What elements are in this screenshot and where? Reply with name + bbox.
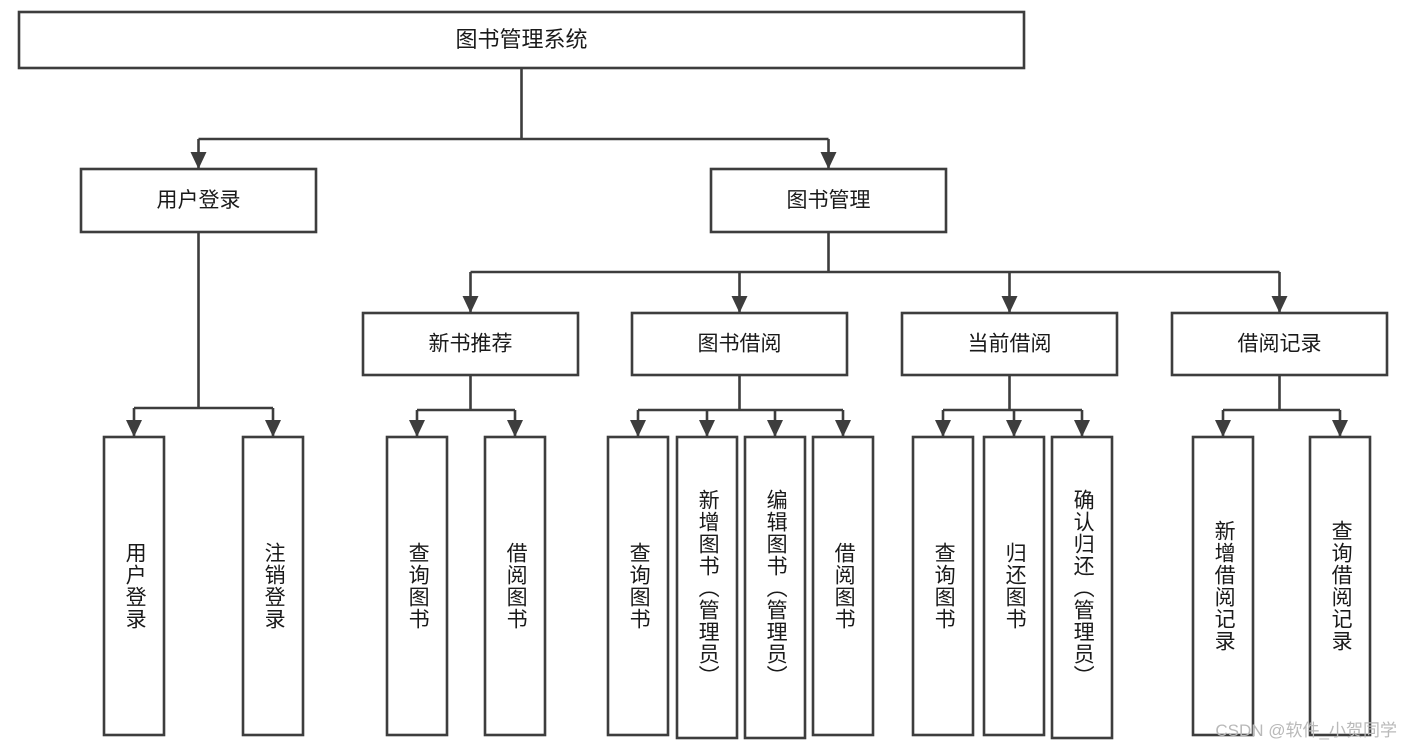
arrow-head-icon — [1074, 420, 1090, 437]
node-box — [1191, 435, 1255, 737]
node-box — [483, 435, 547, 737]
node-box — [709, 167, 948, 234]
node-new-book-recommend[interactable]: 新书推荐 — [361, 311, 580, 377]
node-leaf-query-record[interactable] — [1308, 435, 1372, 737]
arrow-head-icon — [462, 296, 479, 313]
node-box — [79, 167, 318, 234]
node-book-manage[interactable]: 图书管理 — [709, 167, 948, 234]
node-box — [385, 435, 449, 737]
arrow-head-icon — [731, 296, 748, 313]
node-leaf-logout[interactable] — [241, 435, 305, 737]
node-box — [1050, 435, 1114, 740]
node-label: 图书借阅 — [698, 333, 782, 356]
arrow-head-icon — [1006, 420, 1022, 437]
node-box — [900, 311, 1119, 377]
node-leaf-return-book[interactable] — [982, 435, 1046, 737]
node-box — [811, 435, 875, 737]
node-box — [1308, 435, 1372, 737]
node-borrow-record[interactable]: 借阅记录 — [1170, 311, 1389, 377]
node-box — [630, 311, 849, 377]
node-box — [361, 311, 580, 377]
arrow-head-icon — [630, 420, 646, 437]
node-label: 图书管理 — [787, 189, 871, 212]
node-user-login[interactable]: 用户登录 — [79, 167, 318, 234]
node-box — [675, 435, 739, 740]
node-label: 借阅记录 — [1238, 333, 1322, 356]
node-label: 用户登录 — [157, 189, 241, 212]
node-label: 图书管理系统 — [455, 27, 587, 52]
node-leaf-query-book-2[interactable] — [606, 435, 670, 737]
arrow-head-icon — [507, 420, 523, 437]
arrow-head-icon — [835, 420, 851, 437]
node-leaf-query-book-1[interactable] — [385, 435, 449, 737]
node-leaf-add-record[interactable] — [1191, 435, 1255, 737]
node-current-borrow[interactable]: 当前借阅 — [900, 311, 1119, 377]
arrow-head-icon — [1271, 296, 1288, 313]
arrow-head-icon — [409, 420, 425, 437]
node-box — [17, 10, 1026, 70]
node-label: 新书推荐 — [429, 333, 513, 356]
node-leaf-query-book-3[interactable] — [911, 435, 975, 737]
arrow-head-icon — [190, 152, 207, 169]
arrow-head-icon — [767, 420, 783, 437]
node-box — [241, 435, 305, 737]
node-book-borrow[interactable]: 图书借阅 — [630, 311, 849, 377]
arrow-head-icon — [699, 420, 715, 437]
arrow-head-icon — [265, 420, 281, 437]
node-box — [1170, 311, 1389, 377]
arrow-head-icon — [820, 152, 837, 169]
watermark-text: CSDN @软件_小贺同学 — [1215, 721, 1397, 740]
node-leaf-edit-book[interactable] — [743, 435, 807, 740]
arrow-head-icon — [1001, 296, 1018, 313]
arrow-head-icon — [126, 420, 142, 437]
node-box — [102, 435, 166, 737]
node-box — [606, 435, 670, 737]
node-leaf-borrow-book-1[interactable] — [483, 435, 547, 737]
arrow-head-icon — [1215, 420, 1231, 437]
node-leaf-user-login[interactable] — [102, 435, 166, 737]
node-leaf-confirm-return[interactable] — [1050, 435, 1114, 740]
node-root[interactable]: 图书管理系统 — [17, 10, 1026, 70]
node-box — [982, 435, 1046, 737]
arrow-head-icon — [935, 420, 951, 437]
connector-layer — [126, 68, 1348, 437]
node-leaf-add-book[interactable] — [675, 435, 739, 740]
node-box — [911, 435, 975, 737]
node-label: 当前借阅 — [968, 333, 1052, 356]
arrow-head-icon — [1332, 420, 1348, 437]
node-box — [743, 435, 807, 740]
node-leaf-borrow-book-2[interactable] — [811, 435, 875, 737]
